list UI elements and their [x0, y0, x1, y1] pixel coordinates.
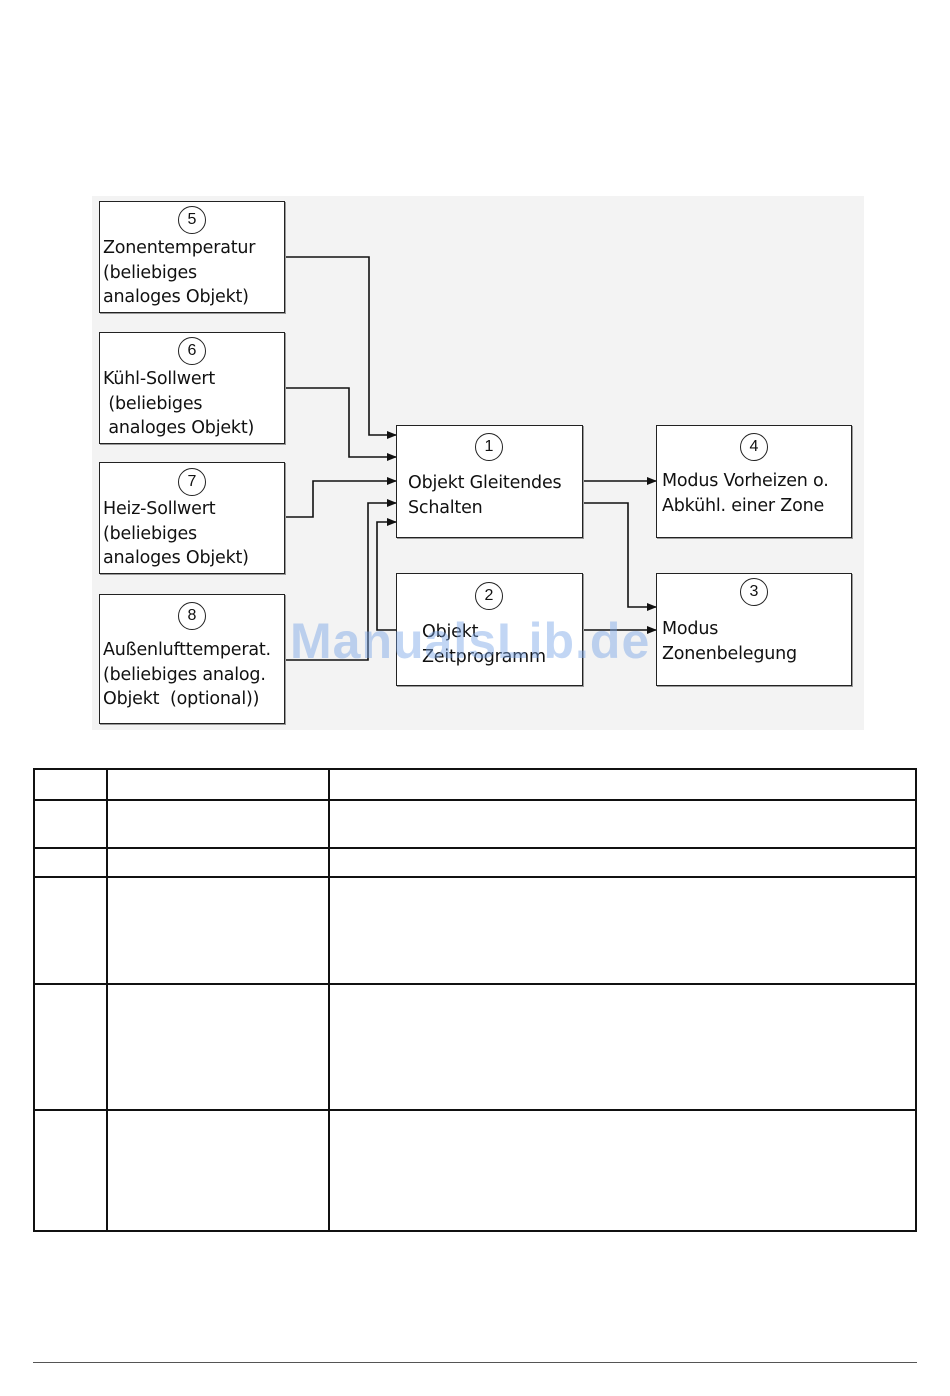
box-label: Heiz-Sollwert (beliebiges analoges Objek… [103, 499, 249, 568]
table-row [33, 799, 917, 849]
box-label: Modus Vorheizen o. Abkühl. einer Zone [662, 471, 829, 516]
box-label: Objekt Zeitprogramm [422, 622, 546, 667]
watermark: ManualsLib.de [290, 613, 651, 669]
table-cell [328, 983, 917, 1111]
table-row [33, 1109, 917, 1232]
table-cell [328, 799, 917, 849]
table-cell [106, 983, 330, 1111]
box-label: Kühl-Sollwert (beliebiges analoges Objek… [103, 369, 255, 438]
table-cell [33, 768, 108, 801]
legend-table [33, 768, 917, 1232]
footer-divider [33, 1362, 917, 1363]
number-circle: 2 [475, 582, 503, 610]
table-cell [328, 847, 917, 878]
number-circle: 6 [178, 337, 206, 365]
table-row [33, 847, 917, 878]
table-row [33, 768, 917, 801]
number-circle: 7 [178, 468, 206, 496]
table-row [33, 876, 917, 985]
number-circle: 4 [740, 433, 768, 461]
box-label: Objekt Gleitendes Schalten [408, 473, 562, 518]
table-cell [106, 768, 330, 801]
number-circle: 3 [740, 578, 768, 606]
table-cell [328, 768, 917, 801]
table-cell [106, 876, 330, 985]
table-cell [33, 799, 108, 849]
table-cell [328, 876, 917, 985]
table-row [33, 983, 917, 1111]
table-cell [106, 847, 330, 878]
table-cell [33, 847, 108, 878]
table-cell [106, 799, 330, 849]
table-cell [33, 983, 108, 1111]
number-circle: 5 [178, 206, 206, 234]
table-cell [328, 1109, 917, 1232]
table-cell [33, 876, 108, 985]
box-label: Außenlufttemperat. (beliebiges analog. O… [103, 640, 271, 709]
box-label: Zonentemperatur (beliebiges analoges Obj… [103, 238, 256, 307]
number-circle: 8 [178, 602, 206, 630]
table-cell [33, 1109, 108, 1232]
box-label: Modus Zonenbelegung [662, 619, 797, 664]
number-circle: 1 [475, 433, 503, 461]
table-cell [106, 1109, 330, 1232]
